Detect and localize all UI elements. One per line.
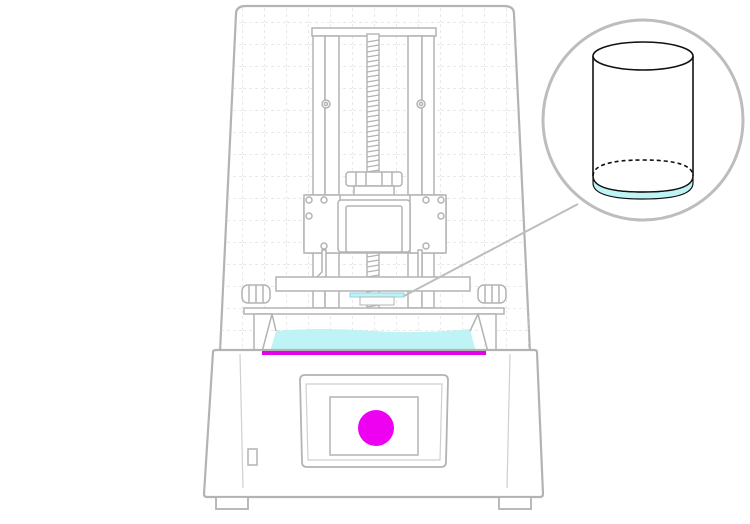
screw-thread xyxy=(366,74,380,78)
foot-right xyxy=(498,496,532,510)
nut-icon xyxy=(345,171,403,197)
screw-thread xyxy=(366,54,380,58)
screw-thread xyxy=(366,84,380,88)
right-rail xyxy=(421,35,435,309)
screw-thread xyxy=(366,104,380,108)
callout-magnifier xyxy=(541,18,745,222)
switch-icon xyxy=(247,448,258,466)
screw-thread xyxy=(366,139,380,143)
screw-thread xyxy=(366,69,380,73)
screw-thread xyxy=(366,94,380,98)
screw-thread xyxy=(366,79,380,83)
screw-thread xyxy=(366,64,380,68)
screw-thread xyxy=(366,149,380,153)
screw-thread xyxy=(366,59,380,63)
screw-thread xyxy=(366,264,380,268)
screw-thread xyxy=(366,159,380,163)
screw-thread xyxy=(366,49,380,53)
screw-thread xyxy=(366,119,380,123)
display-indicator xyxy=(358,410,394,446)
resin-vat xyxy=(243,307,505,353)
screw-thread xyxy=(366,39,380,43)
control-panel xyxy=(299,374,449,468)
screw-thread xyxy=(366,89,380,93)
callout-leader xyxy=(403,203,579,297)
resin xyxy=(270,329,476,352)
screw-thread xyxy=(366,114,380,118)
screw-thread xyxy=(366,269,380,273)
foot-left xyxy=(215,496,249,510)
lcd-screen xyxy=(262,351,486,355)
printed-layer xyxy=(349,292,405,298)
left-rail-inner xyxy=(324,35,340,309)
knob-icon xyxy=(241,284,507,304)
screw-thread xyxy=(366,134,380,138)
screw-thread xyxy=(366,164,380,168)
screw-thread xyxy=(366,109,380,113)
screw-thread xyxy=(366,99,380,103)
screw-thread xyxy=(366,254,380,258)
screw-thread xyxy=(366,144,380,148)
screw-thread xyxy=(366,259,380,263)
screw-thread xyxy=(366,44,380,48)
screw-thread xyxy=(366,129,380,133)
screw-thread xyxy=(366,154,380,158)
screw-thread xyxy=(366,124,380,128)
printed-cylinder xyxy=(592,41,694,200)
